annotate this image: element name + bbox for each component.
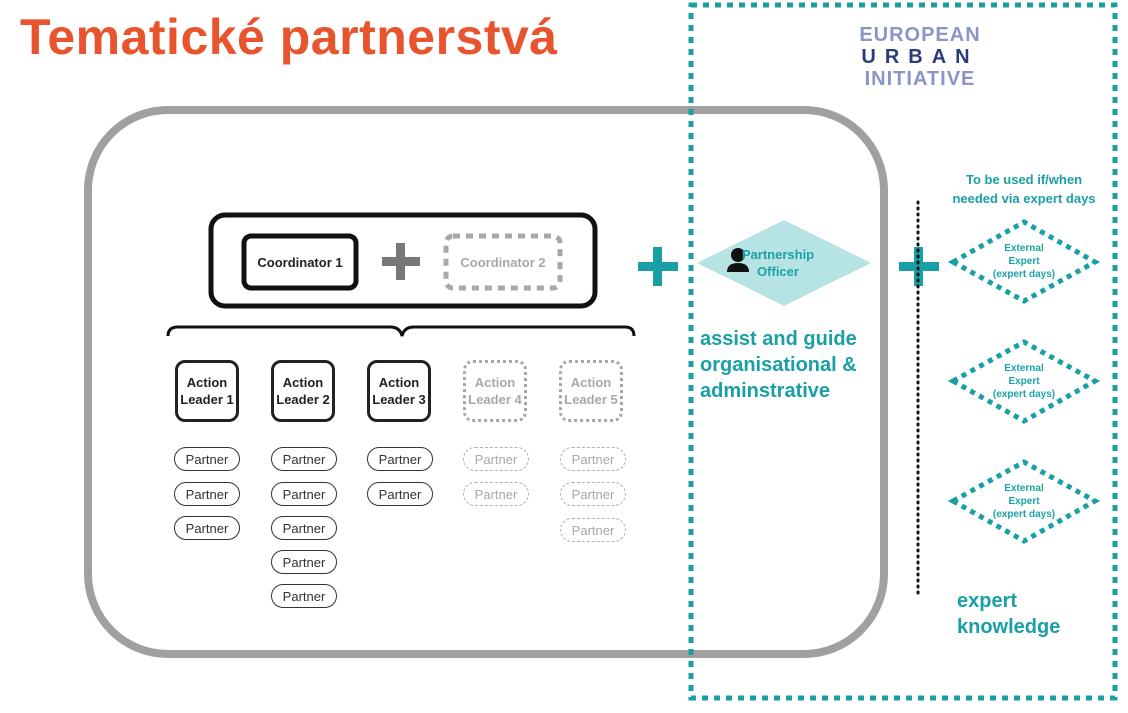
expert-knowledge-text: expert knowledge	[957, 588, 1060, 640]
ext-line: External	[1004, 243, 1044, 254]
action-leader-number: Leader 3	[372, 392, 426, 407]
ext-line: Expert	[1008, 256, 1040, 267]
ext-line: (expert days)	[992, 269, 1056, 280]
ext-line: External	[1004, 363, 1044, 374]
note-line: needed via expert days	[952, 191, 1096, 206]
page-title: Tematické partnerstvá	[20, 9, 558, 65]
action-leader-label: Action	[570, 375, 612, 390]
action-leader-label: Action	[186, 375, 228, 390]
eui-logo: EUROPEAN URBAN INITIATIVE	[840, 24, 1000, 90]
eui-region	[688, 2, 1118, 701]
action-leader-number: Leader 4	[468, 392, 522, 407]
po-line-1: Partnership	[741, 247, 815, 262]
coordinator-1-box	[241, 233, 359, 291]
logo-line-3: INITIATIVE	[864, 68, 976, 90]
partner-pill: Partner	[367, 482, 433, 506]
external-expert-label: External Expert (expert days)	[979, 242, 1069, 281]
partner-pill: Partner	[174, 447, 240, 471]
partner-pill: Partner	[560, 482, 626, 506]
external-expert-diamond	[947, 219, 1101, 304]
logo-line-1: EUROPEAN	[859, 24, 981, 46]
partner-pill: Partner	[271, 550, 337, 574]
ext-line: Expert	[1008, 376, 1040, 387]
ext-line: Expert	[1008, 496, 1040, 507]
partner-pill: Partner	[560, 518, 626, 542]
logo-line-2: URBAN	[861, 46, 979, 68]
plus-icon	[899, 247, 939, 286]
external-expert-diamond	[947, 459, 1101, 544]
partnership-frame	[84, 106, 888, 658]
coordinators-container	[208, 212, 598, 309]
partner-pill: Partner	[463, 447, 529, 471]
ext-line: (expert days)	[992, 509, 1056, 520]
partner-pill: Partner	[271, 516, 337, 540]
coordinator-1-label: Coordinator 1	[257, 254, 343, 270]
ext-line: External	[1004, 483, 1044, 494]
assist-text: assist and guide organisational & admins…	[700, 326, 857, 404]
partner-pill: Partner	[271, 447, 337, 471]
partner-pill: Partner	[463, 482, 529, 506]
external-expert-label: External Expert (expert days)	[979, 362, 1069, 401]
partnership-officer-diamond	[697, 220, 871, 306]
assist-line: organisational &	[700, 354, 857, 376]
po-line-2: Officer	[757, 264, 799, 279]
assist-line: assist and guide	[700, 328, 857, 350]
ek-line: expert	[957, 590, 1018, 612]
coordinator-2-label: Coordinator 2	[460, 254, 546, 270]
note-line: To be used if/when	[965, 172, 1083, 187]
plus-icon	[638, 247, 678, 286]
ext-line: (expert days)	[992, 389, 1056, 400]
action-leader-label: Action	[282, 375, 324, 390]
partner-pill: Partner	[271, 584, 337, 608]
ek-line: knowledge	[957, 616, 1061, 638]
partner-pill: Partner	[271, 482, 337, 506]
plus-icon	[382, 243, 420, 280]
action-leader-number: Leader 5	[564, 392, 618, 407]
partnership-officer-label: Partnership Officer	[718, 246, 838, 280]
brace-icon	[166, 325, 636, 337]
partner-pill: Partner	[560, 447, 626, 471]
expert-days-note: To be used if/when needed via expert day…	[934, 170, 1114, 208]
action-leader-number: Leader 1	[180, 392, 234, 407]
external-expert-label: External Expert (expert days)	[979, 482, 1069, 521]
partner-pill: Partner	[174, 482, 240, 506]
action-leader-label: Action	[378, 375, 420, 390]
action-leader-number: Leader 2	[276, 392, 330, 407]
person-icon	[727, 248, 749, 272]
coordinator-2-box	[443, 233, 563, 291]
partner-pill: Partner	[174, 516, 240, 540]
partner-pill: Partner	[367, 447, 433, 471]
action-leader-label: Action	[474, 375, 516, 390]
assist-line: adminstrative	[700, 380, 831, 402]
external-expert-diamond	[947, 339, 1101, 424]
